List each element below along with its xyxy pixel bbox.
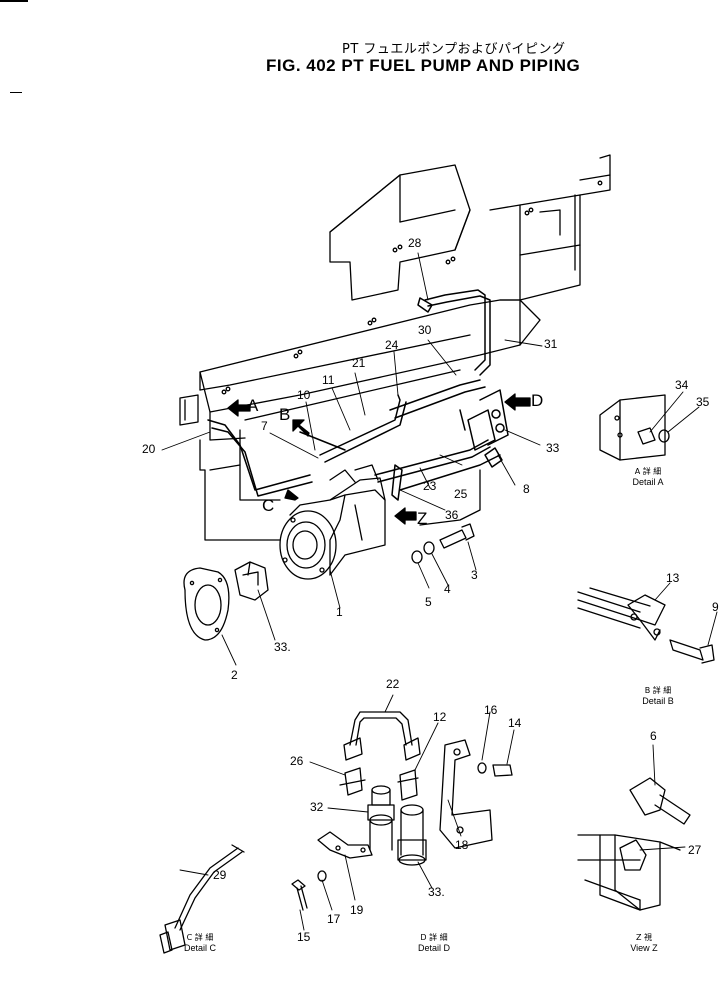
callout-7: 7 xyxy=(261,419,268,433)
callout-3: 3 xyxy=(471,568,478,582)
callout-4: 4 xyxy=(444,582,451,596)
arrow-label-c: C xyxy=(262,496,275,515)
callout-27: 27 xyxy=(688,843,702,857)
detail-b-caption: B 詳 細 Detail B xyxy=(618,686,698,706)
detail-a-caption: A 詳 細 Detail A xyxy=(608,467,688,487)
callout-30: 30 xyxy=(418,323,432,337)
callout-26: 26 xyxy=(290,754,304,768)
callout-34: 33. xyxy=(274,640,291,654)
detail-c-caption: C 詳 細 Detail C xyxy=(160,933,240,953)
callout-33-bottom: 33. xyxy=(428,885,445,899)
callout-29: 29 xyxy=(213,868,227,882)
engine-block xyxy=(179,154,611,541)
detail-a-drawing xyxy=(599,394,670,461)
callout-16: 16 xyxy=(484,703,498,717)
detail-c-caption-en: Detail C xyxy=(183,943,216,953)
callout-8: 8 xyxy=(523,482,530,496)
callout-28: 28 xyxy=(408,236,422,250)
callout-25: 25 xyxy=(454,487,468,501)
callout-17: 17 xyxy=(327,912,341,926)
detail-b-drawing xyxy=(577,587,715,664)
callout-37: 36 xyxy=(445,508,459,522)
detail-a-caption-jp: A 詳 細 xyxy=(634,467,662,476)
view-arrows xyxy=(227,393,531,525)
view-z-drawing xyxy=(577,777,691,911)
detail-b-caption-en: Detail B xyxy=(642,696,674,706)
view-z-caption-jp: Z 視 xyxy=(635,933,653,942)
arrow-label-a: A xyxy=(247,396,259,415)
callout-12: 12 xyxy=(433,710,447,724)
detail-d-drawing xyxy=(291,711,513,911)
callout-32: 32 xyxy=(310,800,324,814)
leader-lines xyxy=(161,252,718,931)
callout-21: 21 xyxy=(352,356,366,370)
callout-20: 20 xyxy=(142,442,156,456)
fuel-piping xyxy=(207,289,509,501)
callout-33-top: 33 xyxy=(546,441,560,455)
arrow-label-z: Z xyxy=(417,509,428,528)
callout-13: 13 xyxy=(666,571,680,585)
detail-d-caption: D 詳 細 Detail D xyxy=(394,933,474,953)
callout-5: 5 xyxy=(425,595,432,609)
view-z-caption-en: View Z xyxy=(630,943,658,953)
arrow-label-d: D xyxy=(531,391,544,410)
arrow-label-b: B xyxy=(279,405,291,424)
margin-mark xyxy=(10,92,22,93)
callout-31: 31 xyxy=(544,337,558,351)
callout-2: 2 xyxy=(231,668,238,682)
mounting-hardware xyxy=(411,523,475,564)
fuel-pump-body xyxy=(279,464,386,580)
callout-15: 15 xyxy=(297,930,311,944)
callout-36: 35 xyxy=(696,395,710,409)
callout-1: 1 xyxy=(336,605,343,619)
detail-d-caption-en: Detail D xyxy=(417,943,450,953)
callout-9: 9 xyxy=(712,600,719,614)
callout-18: 18 xyxy=(455,838,469,852)
detail-b-caption-jp: B 詳 細 xyxy=(644,686,672,695)
detail-a-caption-en: Detail A xyxy=(632,477,664,487)
detail-c-drawing xyxy=(159,844,245,954)
diagram-title-japanese: PT フュエルポンプおよびパイピング xyxy=(342,42,566,57)
diagram-title: FIG. 402 PT FUEL PUMP AND PIPING xyxy=(266,56,581,75)
callout-6: 6 xyxy=(650,729,657,743)
coupling xyxy=(234,561,269,601)
view-z-caption: Z 視 View Z xyxy=(604,933,684,953)
detail-d-caption-jp: D 詳 細 xyxy=(420,933,448,942)
callout-22: 22 xyxy=(386,677,400,691)
callout-35: 34 xyxy=(675,378,689,392)
gasket xyxy=(183,567,230,641)
callout-23: 23 xyxy=(423,479,437,493)
callout-10: 10 xyxy=(297,388,311,402)
callout-11: 11 xyxy=(322,373,335,387)
callout-19: 19 xyxy=(350,903,364,917)
callout-14: 14 xyxy=(508,716,522,730)
corner-mark xyxy=(0,0,28,2)
callout-24: 24 xyxy=(385,338,399,352)
detail-c-caption-jp: C 詳 細 xyxy=(186,933,214,942)
